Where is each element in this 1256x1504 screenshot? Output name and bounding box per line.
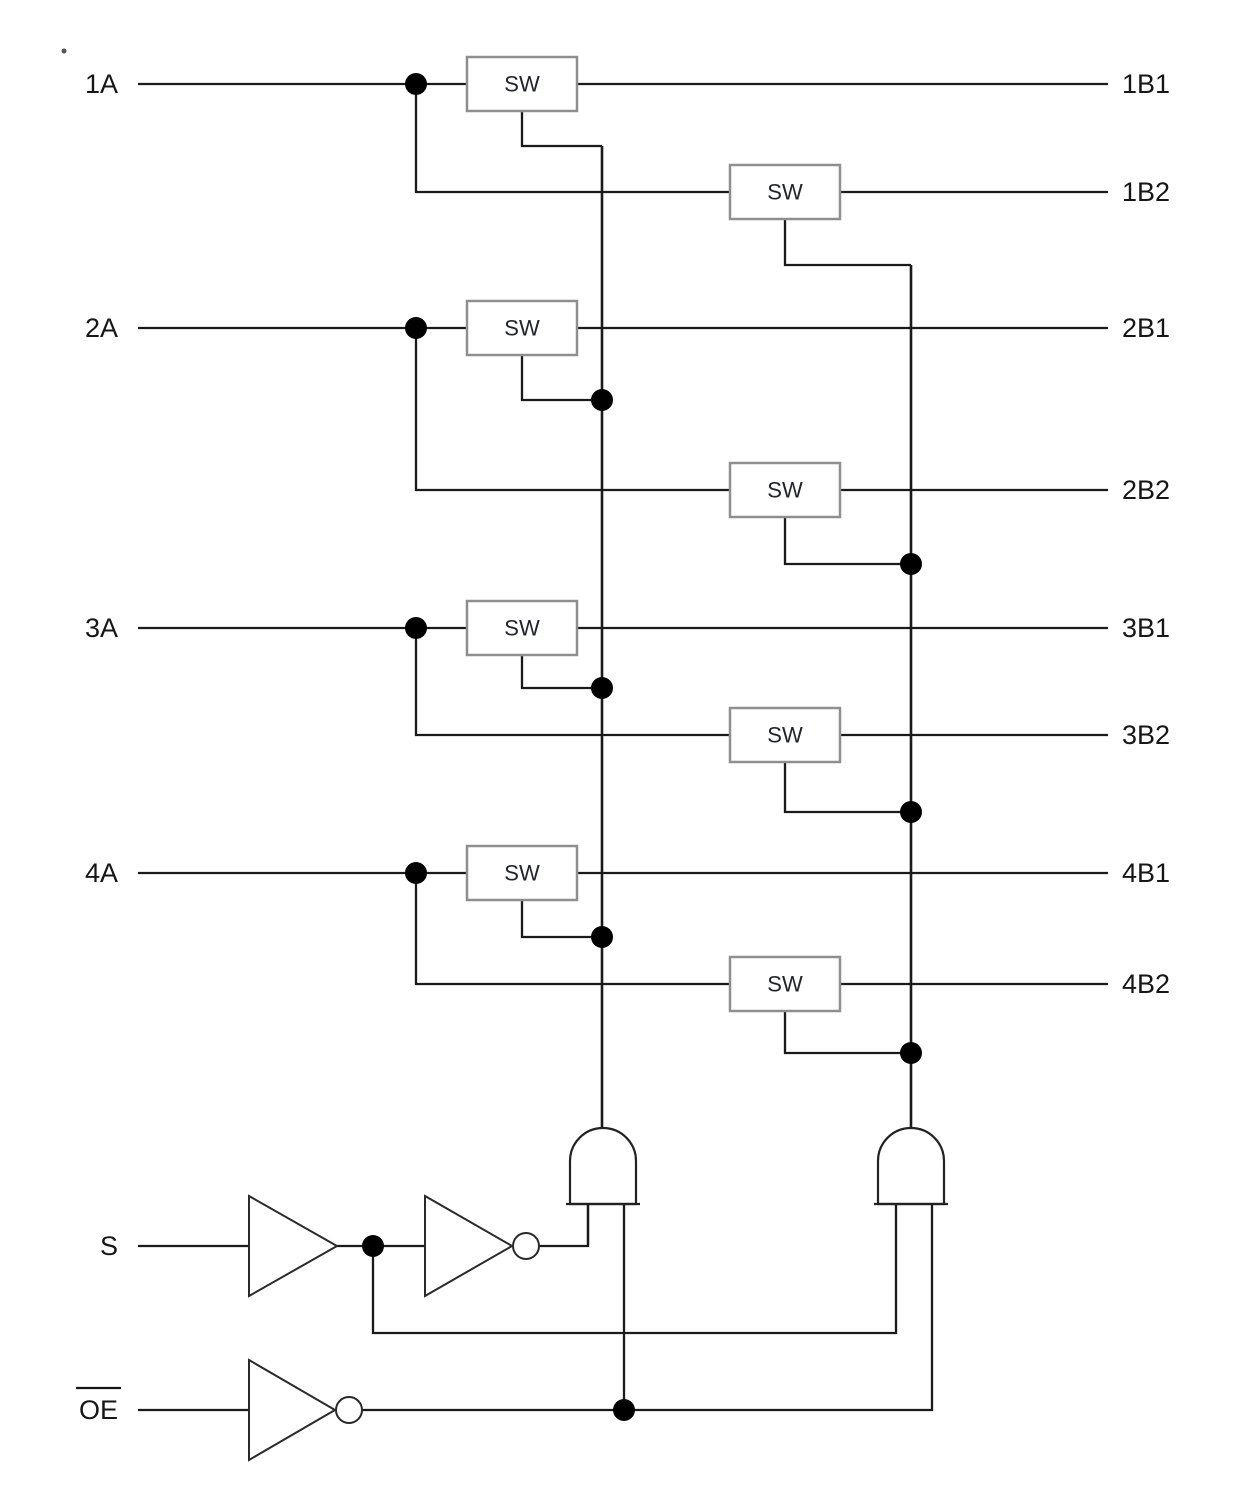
switch-box-2b2 xyxy=(728,461,842,519)
switch-box-2b1 xyxy=(465,299,579,357)
and-gate-right-icon xyxy=(876,1126,946,1206)
ctrl-drop-sw-4b1 xyxy=(520,900,602,939)
junction-dot xyxy=(900,1042,922,1064)
switch-box-4b2 xyxy=(728,955,842,1013)
output-pin-label-2b2: 2B2 xyxy=(1122,475,1170,505)
ctrl-drop-sw-3b1 xyxy=(520,655,602,690)
ctrl-drop-sw-1b1 xyxy=(520,111,602,148)
wire-2a-to-2b2 xyxy=(414,328,1108,492)
junction-dot xyxy=(900,553,922,575)
switch-label: SW xyxy=(767,723,803,748)
ctrl-drop-sw-4b2 xyxy=(783,1011,911,1055)
switch-label: SW xyxy=(767,180,803,205)
inverter-oe-icon xyxy=(248,1358,337,1462)
control-logic-wires xyxy=(138,1204,934,1412)
junction-dot xyxy=(900,801,922,823)
junction-dot xyxy=(591,926,613,948)
buffers-inverters xyxy=(248,1194,540,1462)
switch-boxes: SW SW SW SW SW SW SW SW xyxy=(465,55,842,1013)
stray-mark xyxy=(61,48,67,54)
wire-3a-to-3b2 xyxy=(414,628,1108,737)
junction-dot xyxy=(405,73,427,95)
ctrl-drop-sw-2b1 xyxy=(520,355,602,402)
switch-label: SW xyxy=(504,861,540,886)
switch-box-1b1 xyxy=(465,55,579,113)
junction-dot xyxy=(405,617,427,639)
output-pin-label-4b1: 4B1 xyxy=(1122,858,1170,888)
input-pin-label-1a: 1A xyxy=(85,69,118,99)
switch-box-3b1 xyxy=(465,599,579,657)
switch-label: SW xyxy=(767,478,803,503)
wire-1a-to-1b2 xyxy=(414,84,1108,194)
output-pin-label-2b1: 2B1 xyxy=(1122,313,1170,343)
junction-dot xyxy=(405,317,427,339)
inverter-s-bubble-icon xyxy=(512,1232,540,1260)
signal-wires xyxy=(138,82,1108,986)
switch-box-4b1 xyxy=(465,844,579,902)
wire-oe-to-right-and xyxy=(362,1204,934,1412)
output-pin-label-1b2: 1B2 xyxy=(1122,177,1170,207)
junction-dot xyxy=(591,677,613,699)
inverter-s-icon xyxy=(424,1194,515,1298)
output-pin-label-4b2: 4B2 xyxy=(1122,969,1170,999)
ctrl-drop-sw-1b2 xyxy=(783,219,911,267)
switch-label: SW xyxy=(767,972,803,997)
junction-dot xyxy=(613,1399,635,1421)
input-pin-label-2a: 2A xyxy=(85,313,118,343)
switch-label: SW xyxy=(504,316,540,341)
pin-labels: 1A 2A 3A 4A 1B1 1B2 2B1 2B2 3B1 3B2 4B1 … xyxy=(76,69,1170,1425)
wire-4a-to-4b2 xyxy=(414,873,1108,986)
junction-dot xyxy=(405,862,427,884)
junction-dots xyxy=(362,73,922,1421)
ctrl-drop-sw-2b2 xyxy=(783,517,911,566)
input-pin-label-3a: 3A xyxy=(85,613,118,643)
junction-dot xyxy=(591,389,613,411)
control-pin-label-oe: OE xyxy=(79,1395,118,1425)
and-gates xyxy=(566,1126,948,1246)
switch-label: SW xyxy=(504,616,540,641)
output-pin-label-3b2: 3B2 xyxy=(1122,720,1170,750)
inverter-oe-bubble-icon xyxy=(335,1396,363,1424)
output-pin-label-1b1: 1B1 xyxy=(1122,69,1170,99)
switch-label: SW xyxy=(504,72,540,97)
switch-box-3b2 xyxy=(728,706,842,764)
control-pin-label-s: S xyxy=(100,1231,118,1261)
control-rails xyxy=(520,111,913,1128)
input-pin-label-4a: 4A xyxy=(85,858,118,888)
output-pin-label-3b1: 3B1 xyxy=(1122,613,1170,643)
junction-dot xyxy=(362,1235,384,1257)
buffer-s-icon xyxy=(248,1194,340,1298)
wire-s-to-right-and xyxy=(371,1204,898,1335)
ctrl-drop-sw-3b2 xyxy=(783,762,911,814)
and-gate-left-icon xyxy=(568,1126,638,1206)
wire-s-inv-to-left-and xyxy=(539,1204,590,1248)
switch-box-1b2 xyxy=(728,163,842,221)
